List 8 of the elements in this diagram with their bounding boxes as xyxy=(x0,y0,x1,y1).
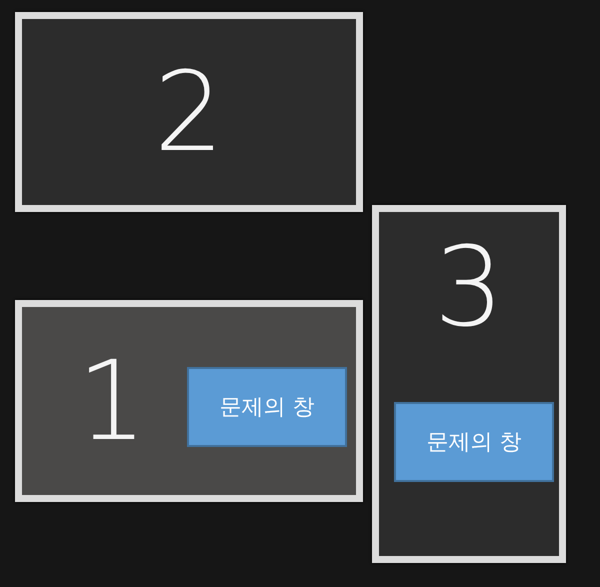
monitor-number: 2 xyxy=(154,57,224,167)
window-label: 문제의 창 xyxy=(187,367,347,447)
monitor-number: 3 xyxy=(434,232,504,342)
monitor-screen xyxy=(372,205,566,563)
monitor-number: 1 xyxy=(77,346,147,456)
monitor-screen xyxy=(15,300,363,502)
monitor-screen xyxy=(15,12,363,212)
window-label: 문제의 창 xyxy=(394,402,554,482)
